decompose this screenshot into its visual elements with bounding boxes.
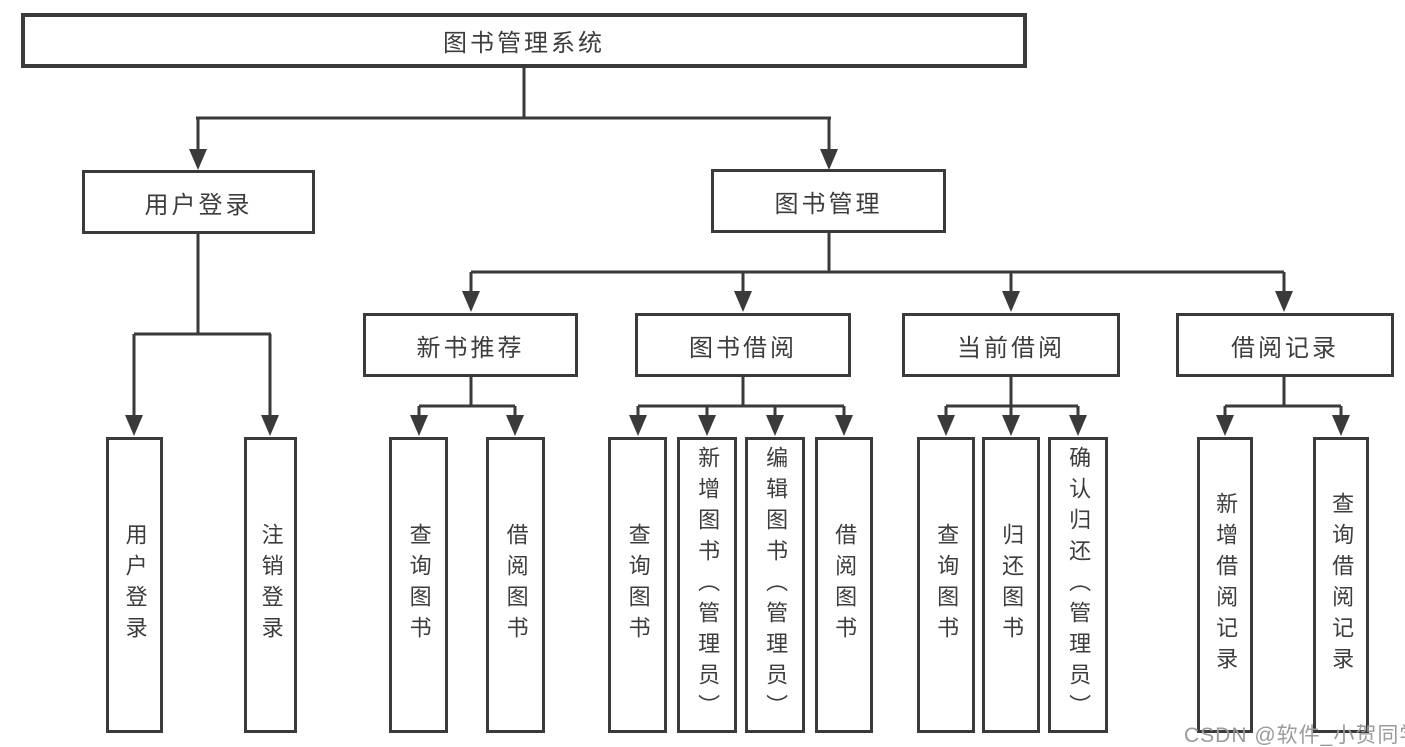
leaf-br-query-record: 查询借阅记录 — [1313, 437, 1369, 733]
leaf-nbr-borrow-books-label: 借阅图书 — [503, 523, 529, 647]
csdn-watermark: CSDN @软件_小贺同学 — [1184, 724, 1405, 747]
arrowhead-icons — [125, 149, 1350, 436]
node-user-login-label: 用户登录 — [144, 191, 253, 219]
node-book-management-label: 图书管理 — [774, 190, 883, 218]
leaf-nbr-query-books: 查询图书 — [389, 437, 448, 733]
node-book-management: 图书管理 — [711, 169, 946, 233]
leaf-cb-confirm-return-admin-label: 确认归还（管理员） — [1066, 445, 1092, 725]
node-current-borrow-label: 当前借阅 — [957, 334, 1065, 362]
node-new-book-recommend: 新书推荐 — [363, 313, 578, 377]
leaf-bb-query-books: 查询图书 — [608, 437, 667, 733]
node-book-borrow: 图书借阅 — [635, 313, 851, 377]
leaf-br-add-record: 新增借阅记录 — [1197, 437, 1253, 733]
leaf-bb-borrow-books-label: 借阅图书 — [832, 523, 858, 647]
node-root-system: 图书管理系统 — [21, 13, 1027, 68]
leaf-bb-edit-books-admin-label: 编辑图书（管理员） — [763, 445, 789, 725]
leaf-bb-add-books-admin-label: 新增图书（管理员） — [695, 445, 721, 725]
leaf-user-login: 用户登录 — [106, 437, 163, 733]
leaf-br-add-record-label: 新增借阅记录 — [1213, 492, 1239, 678]
leaf-bb-query-books-label: 查询图书 — [625, 523, 651, 647]
leaf-logout: 注销登录 — [244, 437, 297, 733]
node-borrow-records: 借阅记录 — [1176, 313, 1394, 377]
node-new-book-recommend-label: 新书推荐 — [416, 334, 525, 362]
tree-edges — [132, 68, 1343, 418]
leaf-bb-borrow-books: 借阅图书 — [815, 437, 873, 733]
node-current-borrow: 当前借阅 — [902, 313, 1120, 377]
leaf-cb-return-books: 归还图书 — [982, 437, 1040, 733]
leaf-cb-return-books-label: 归还图书 — [999, 523, 1025, 647]
leaf-user-login-label: 用户登录 — [122, 523, 148, 647]
leaf-cb-query-books-label: 查询图书 — [934, 523, 960, 647]
leaf-bb-edit-books-admin: 编辑图书（管理员） — [745, 437, 805, 733]
leaf-br-query-record-label: 查询借阅记录 — [1329, 492, 1355, 678]
leaf-cb-confirm-return-admin: 确认归还（管理员） — [1048, 437, 1108, 733]
leaf-bb-add-books-admin: 新增图书（管理员） — [677, 437, 737, 733]
node-borrow-records-label: 借阅记录 — [1231, 334, 1339, 362]
leaf-cb-query-books: 查询图书 — [917, 437, 975, 733]
leaf-nbr-query-books-label: 查询图书 — [406, 523, 432, 647]
node-user-login: 用户登录 — [82, 170, 315, 234]
node-book-borrow-label: 图书借阅 — [689, 334, 797, 362]
leaf-logout-label: 注销登录 — [258, 523, 284, 647]
node-root-label: 图书管理系统 — [443, 30, 605, 57]
leaf-nbr-borrow-books: 借阅图书 — [486, 437, 545, 733]
